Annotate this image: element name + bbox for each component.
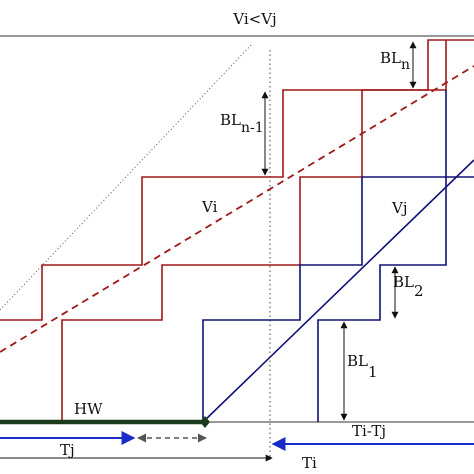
tj-label: Tj: [60, 441, 75, 459]
bl-n-minus-1-label-base: BL: [220, 111, 241, 129]
ti-label: Ti: [302, 454, 317, 472]
vi-upper-staircase: [0, 39, 474, 321]
bl-2-label: BL2: [393, 273, 424, 300]
reference-dotted-diagonal: [0, 43, 253, 311]
bl-n-label-sub: n: [401, 57, 410, 73]
bl-2-label-sub: 2: [414, 282, 424, 300]
vj-staircase: [202, 90, 447, 422]
vi-dashed-trend-line: [0, 65, 474, 353]
vj-ramp-line: [202, 159, 474, 423]
bl-n-minus-1-label: BLn-1: [220, 111, 264, 136]
title-vi-lt-vj: Vi<Vj: [232, 10, 276, 28]
bl-n-label: BLn: [380, 49, 410, 73]
ti-minus-tj-label: Ti-Tj: [352, 422, 386, 440]
bl-1-label: BL1: [347, 352, 378, 381]
hw-bar-end-diamond: [200, 416, 210, 428]
hw-label: HW: [74, 400, 103, 418]
vi-label: Vi: [201, 198, 218, 216]
bl-n-label-base: BL: [380, 49, 401, 67]
bl-n-minus-1-label-sub: n-1: [241, 120, 264, 136]
bl-2-label-base: BL: [393, 273, 414, 291]
bl-1-label-sub: 1: [368, 363, 378, 381]
bl-1-label-base: BL: [347, 352, 368, 370]
vi-lower-staircase: [61, 40, 447, 422]
vj-label: Vj: [391, 199, 407, 217]
vj-lower-staircase: [317, 176, 474, 422]
